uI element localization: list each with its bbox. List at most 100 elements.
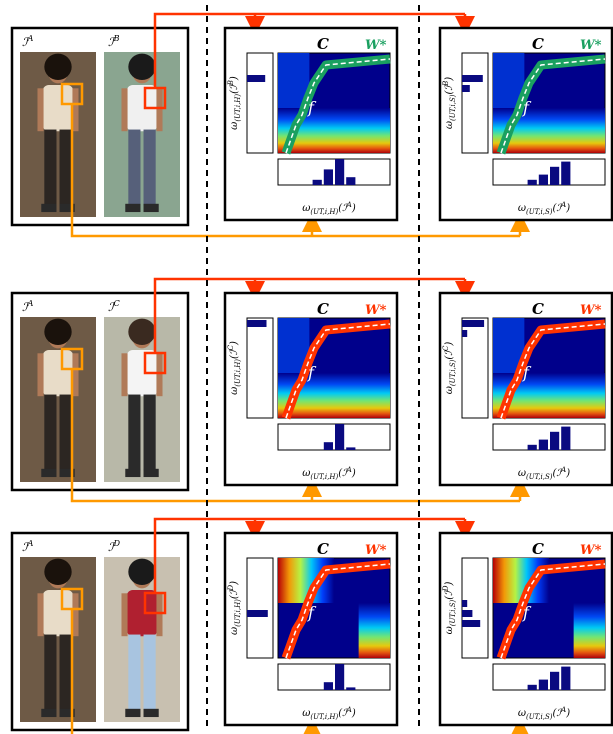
- path-function: [285, 58, 391, 154]
- x-axis-label: ω(UT,i,H)(ℐA): [302, 706, 356, 721]
- y-histogram: [246, 557, 274, 659]
- gallery-image-left-shoe: [125, 708, 141, 718]
- y-axis-label-text: ω(UT,i,S)(ℐC): [442, 342, 457, 395]
- cost-label: C: [532, 35, 544, 53]
- x-axis-label-text: ω(UT,i,H)(ℐA): [302, 706, 356, 721]
- y-histogram: [246, 317, 274, 419]
- gallery-image-hair: [128, 53, 156, 81]
- y-histogram: [461, 557, 489, 659]
- cost-matrix: [492, 557, 606, 660]
- cost-label: C: [317, 540, 329, 558]
- probe-image-left-arm: [37, 88, 44, 132]
- x-histogram-bar: [527, 444, 537, 450]
- probe-image-left-shoe: [41, 468, 57, 478]
- path-function: [285, 563, 391, 659]
- y-axis-label-text: ω(UT,i,H)(ℐB): [227, 76, 242, 130]
- gallery-image-right-leg: [143, 394, 156, 471]
- y-histogram-frame: [246, 317, 274, 419]
- path-label: W*: [580, 303, 602, 318]
- x-histogram-bar: [561, 666, 571, 690]
- x-histogram-bar: [561, 426, 571, 450]
- y-histogram-bar: [462, 320, 485, 327]
- probe-image-left-shoe: [41, 203, 57, 213]
- x-histogram: [492, 423, 606, 451]
- gallery-image-right-shoe: [143, 468, 159, 478]
- probe-image-hair: [44, 53, 72, 81]
- path-label: W*: [365, 303, 387, 318]
- probe-image-torso: [42, 350, 74, 397]
- cost-matrix-gradient-2: [573, 603, 605, 658]
- f-label: f: [307, 603, 317, 622]
- x-axis-label: ω(UT,i,H)(ℐA): [302, 466, 356, 481]
- path-label: W*: [365, 543, 387, 558]
- cost-matrix-gradient-2: [358, 603, 390, 658]
- gallery-image-torso: [126, 85, 158, 132]
- probe-link-line: [70, 609, 74, 734]
- probe-image-left-arm: [37, 593, 44, 637]
- x-histogram-bar: [346, 687, 356, 690]
- path-function: [500, 58, 606, 154]
- cost-label: C: [532, 300, 544, 318]
- probe-image-left-leg: [44, 129, 57, 206]
- gallery-image-hair: [128, 558, 156, 586]
- x-histogram-bar: [538, 679, 548, 690]
- y-axis-label: ω(UT,i,S)(ℐD): [442, 582, 457, 635]
- x-histogram: [492, 158, 606, 186]
- probe-label: ℐA: [22, 34, 34, 49]
- path-function: [500, 563, 606, 659]
- cost-label: C: [532, 540, 544, 558]
- x-axis-label-text: ω(UT,i,H)(ℐA): [302, 201, 356, 216]
- x-histogram-bar: [538, 439, 548, 450]
- path-label: W*: [365, 38, 387, 53]
- x-histogram-bar: [538, 174, 548, 185]
- x-histogram-frame: [277, 423, 391, 451]
- x-histogram-bar: [561, 161, 571, 185]
- x-axis-label-text: ω(UT,i,S)(ℐA): [518, 201, 570, 216]
- probe-image-right-arm: [72, 88, 79, 132]
- f-label: f: [307, 98, 317, 117]
- gallery-image-right-shoe: [143, 708, 159, 718]
- probe-image: [20, 557, 96, 722]
- cost-label: C: [317, 300, 329, 318]
- y-axis-label: ω(UT,i,H)(ℐD): [227, 581, 242, 635]
- y-axis-label-text: ω(UT,i,S)(ℐD): [442, 582, 457, 635]
- x-histogram-bar: [550, 166, 560, 185]
- x-histogram-bar: [346, 177, 356, 185]
- cost-matrix: [492, 52, 606, 155]
- x-axis-label-text: ω(UT,i,S)(ℐA): [518, 466, 570, 481]
- probe-image-right-leg: [59, 129, 72, 206]
- y-axis-label: ω(UT,i,H)(ℐB): [227, 76, 242, 130]
- gallery-image-left-arm: [121, 88, 128, 132]
- probe-link-line: [70, 369, 520, 503]
- f-label: f: [307, 363, 317, 382]
- y-axis-label-text: ω(UT,i,S)(ℐB): [442, 77, 457, 129]
- y-histogram-bar: [462, 85, 470, 92]
- path-label: W*: [580, 38, 602, 53]
- probe-image-right-shoe: [59, 708, 75, 718]
- gallery-image-torso: [126, 350, 158, 397]
- probe-image-right-shoe: [59, 203, 75, 213]
- gallery-image-left-arm: [121, 353, 128, 397]
- y-histogram-bar: [462, 330, 468, 337]
- x-axis-label: ω(UT,i,S)(ℐA): [518, 706, 570, 721]
- gallery-image: [104, 52, 180, 217]
- gallery-image-torso: [126, 590, 158, 637]
- y-histogram-bar: [462, 75, 483, 82]
- probe-image-right-arm: [72, 593, 79, 637]
- gallery-image-left-leg: [128, 129, 141, 206]
- x-histogram-frame: [492, 158, 606, 186]
- path-function: [500, 323, 606, 419]
- cost-matrix-gradient: [278, 558, 334, 603]
- x-histogram: [277, 423, 391, 451]
- probe-image: [20, 317, 96, 482]
- gallery-image-left-arm: [121, 593, 128, 637]
- probe-image-torso: [42, 85, 74, 132]
- y-axis-label-text: ω(UT,i,H)(ℐC): [227, 341, 242, 395]
- probe-image-left-arm: [37, 353, 44, 397]
- x-axis-label: ω(UT,i,H)(ℐA): [302, 201, 356, 216]
- gallery-image-left-shoe: [125, 468, 141, 478]
